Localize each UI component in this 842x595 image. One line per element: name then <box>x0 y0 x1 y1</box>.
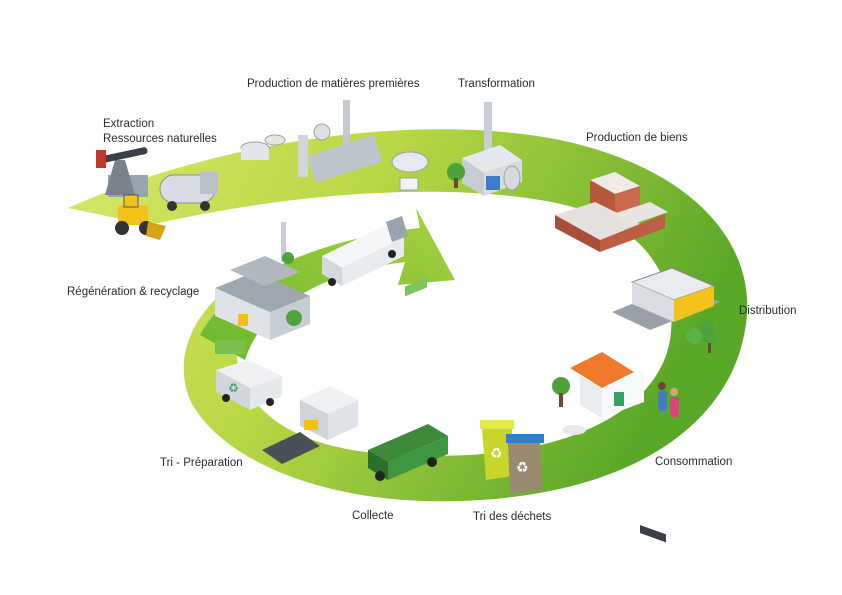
tanker-truck-icon <box>159 172 218 211</box>
tree-icon <box>703 331 717 353</box>
oil-pump-icon <box>96 147 148 197</box>
label-raw-materials: Production de matières premières <box>247 78 420 90</box>
recycling-truck-icon: ♻ <box>216 360 282 410</box>
house-icon <box>552 352 644 435</box>
label-consumption: Consommation <box>655 456 733 468</box>
label-extraction-line1: Extraction <box>103 118 155 130</box>
container-truck-icon <box>322 216 408 286</box>
label-collection: Collecte <box>352 510 394 522</box>
family-icon <box>658 382 679 417</box>
recycling-bins-icon: ♻ ♻ <box>480 420 544 494</box>
label-distribution: Distribution <box>739 305 797 317</box>
brick-factory-icon <box>555 172 668 252</box>
factory-icon <box>447 102 522 196</box>
svg-text:♻: ♻ <box>516 460 529 476</box>
sorting-plant-icon <box>262 386 358 464</box>
label-extraction: Extraction Ressources naturelles <box>103 117 217 147</box>
bulldozer-icon <box>115 194 166 240</box>
label-regeneration-recycling: Régénération & recyclage <box>67 286 200 298</box>
svg-text:♻: ♻ <box>490 446 503 462</box>
svg-text:♻: ♻ <box>228 381 239 395</box>
label-extraction-line2: Ressources naturelles <box>103 133 217 145</box>
cycle-ring <box>68 129 748 502</box>
garbage-truck-icon <box>368 277 448 481</box>
label-transformation: Transformation <box>458 78 535 90</box>
label-sorting-preparation: Tri - Préparation <box>160 457 243 469</box>
refinery-icon <box>240 100 429 191</box>
label-goods-production: Production de biens <box>586 132 688 144</box>
recycling-plant-icon <box>215 222 310 354</box>
label-waste-sorting: Tri des déchets <box>473 511 552 523</box>
store-icon <box>612 267 720 543</box>
